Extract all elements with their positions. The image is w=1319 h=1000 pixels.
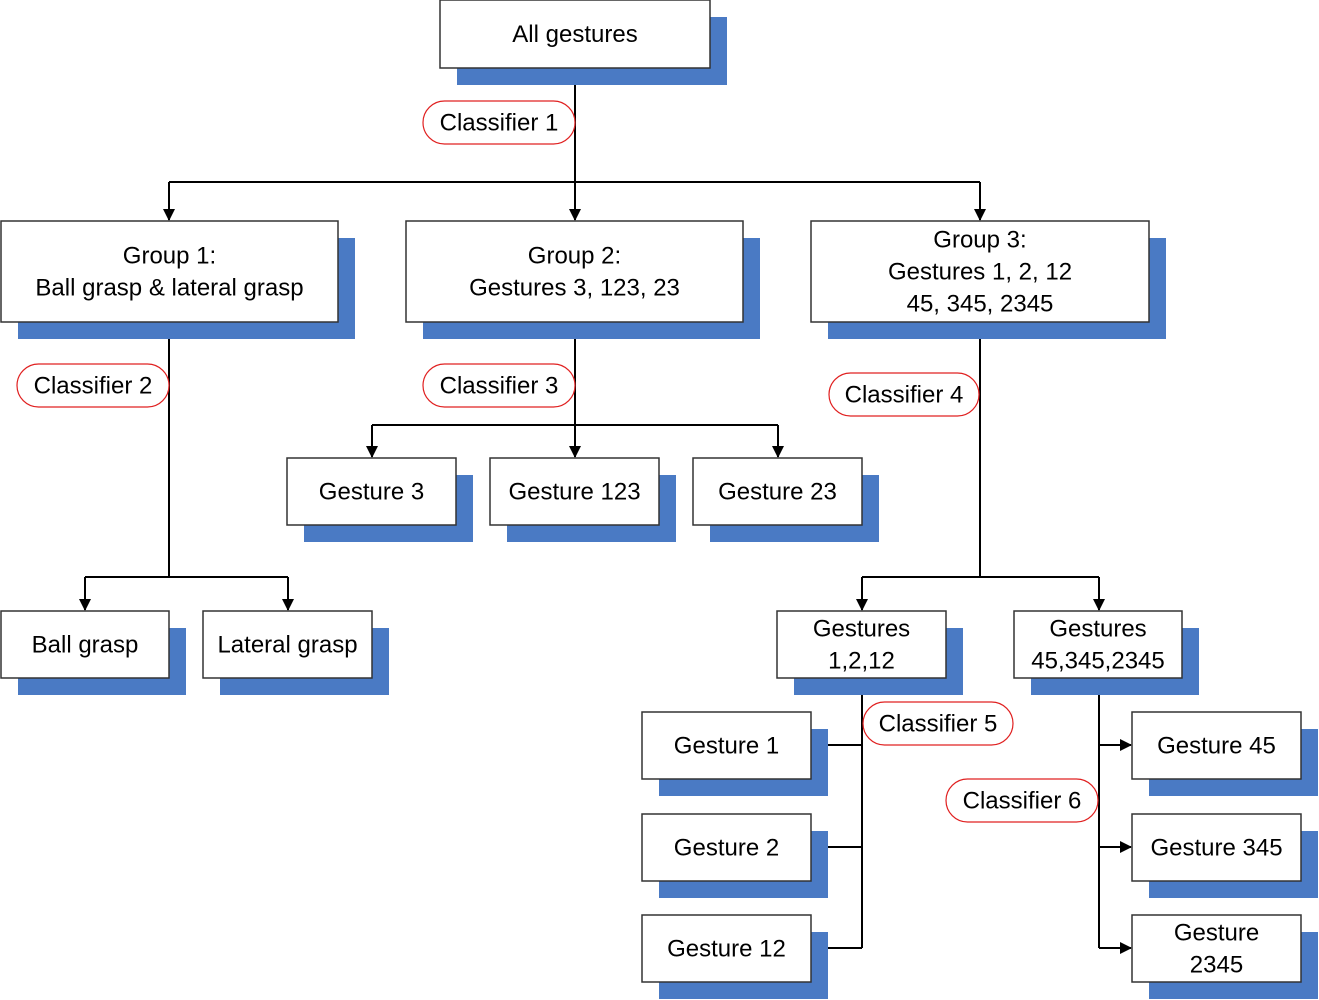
node-label: Ball grasp <box>32 632 139 659</box>
classifier-label: Classifier 5 <box>879 711 998 738</box>
node-box <box>1131 711 1302 780</box>
node-label: Gestures <box>813 616 910 643</box>
gestures-45-345-2345-node[interactable]: Gestures 45,345,2345 <box>1013 610 1199 695</box>
ball-grasp-node[interactable]: Ball grasp <box>0 610 186 695</box>
node-label: Gesture <box>1174 920 1259 947</box>
node-box <box>286 457 457 526</box>
connector-lines <box>79 68 1132 954</box>
gesture-45-node[interactable]: Gesture 45 <box>1131 711 1318 796</box>
classifier-4-badge: Classifier 4 <box>828 372 980 417</box>
node-box <box>1131 813 1302 882</box>
node-label: 2345 <box>1190 952 1243 979</box>
classifier-5-badge: Classifier 5 <box>862 701 1014 746</box>
node-label: Gesture 2 <box>674 835 779 862</box>
node-label: Ball grasp & lateral grasp <box>35 275 303 302</box>
node-box <box>692 457 863 526</box>
gesture-2345-node[interactable]: Gesture 2345 <box>1131 914 1318 999</box>
node-label: Gestures 1, 2, 12 <box>888 259 1072 286</box>
lateral-grasp-node[interactable]: Lateral grasp <box>202 610 389 695</box>
node-box <box>641 711 812 780</box>
node-box <box>0 610 170 679</box>
classifier-label: Classifier 6 <box>963 788 1082 815</box>
gesture-345-node[interactable]: Gesture 345 <box>1131 813 1318 898</box>
node-label: Gesture 1 <box>674 733 779 760</box>
group-1-node[interactable]: Group 1: Ball grasp & lateral grasp <box>0 220 355 339</box>
gesture-12-node[interactable]: Gesture 12 <box>641 914 828 999</box>
node-box <box>776 610 947 679</box>
classifier-1-badge: Classifier 1 <box>422 100 576 145</box>
node-label: Gestures 3, 123, 23 <box>469 275 680 302</box>
node-box <box>405 220 744 323</box>
node-box <box>202 610 373 679</box>
classifier-label: Classifier 2 <box>34 373 153 400</box>
group-2-node[interactable]: Group 2: Gestures 3, 123, 23 <box>405 220 760 339</box>
node-box <box>1131 914 1302 983</box>
classifier-pill <box>422 100 576 145</box>
node-label: Gesture 3 <box>319 479 424 506</box>
classifier-pill <box>862 701 1014 746</box>
node-label: Gestures <box>1049 616 1146 643</box>
gestures-1-2-12-node[interactable]: Gestures 1,2,12 <box>776 610 963 695</box>
classifier-label: Classifier 4 <box>845 382 964 409</box>
node-box <box>489 457 660 526</box>
node-box <box>1013 610 1183 679</box>
classifier-3-badge: Classifier 3 <box>422 363 576 408</box>
node-box <box>641 914 812 983</box>
node-label: 45,345,2345 <box>1031 648 1164 675</box>
classifier-label: Classifier 3 <box>440 373 559 400</box>
classifier-label: Classifier 1 <box>440 110 559 137</box>
gesture-123-node[interactable]: Gesture 123 <box>489 457 676 542</box>
node-box <box>0 220 339 323</box>
node-label: Gesture 12 <box>667 936 786 963</box>
node-label: Lateral grasp <box>217 632 357 659</box>
all-gestures-node[interactable]: All gestures <box>439 0 727 85</box>
node-label: Gesture 123 <box>508 479 640 506</box>
classifier-2-badge: Classifier 2 <box>16 363 170 408</box>
node-label: Gesture 345 <box>1150 835 1282 862</box>
classifiers-layer: Classifier 1 Classifier 2 Classifier 3 Clas… <box>16 100 1099 823</box>
gesture-23-node[interactable]: Gesture 23 <box>692 457 879 542</box>
node-label: 45, 345, 2345 <box>907 291 1054 318</box>
node-label: Group 3: <box>933 227 1026 254</box>
node-label: Group 1: <box>123 243 216 270</box>
classifier-pill <box>945 778 1099 823</box>
node-label: 1,2,12 <box>828 648 895 675</box>
classifier-pill <box>16 363 170 408</box>
node-box <box>810 220 1150 323</box>
node-label: All gestures <box>512 21 637 48</box>
node-label: Gesture 45 <box>1157 733 1276 760</box>
node-box <box>641 813 812 882</box>
node-box <box>439 0 711 69</box>
gesture-3-node[interactable]: Gesture 3 <box>286 457 473 542</box>
node-label: Group 2: <box>528 243 621 270</box>
group-3-node[interactable]: Group 3: Gestures 1, 2, 12 45, 345, 2345 <box>810 220 1166 339</box>
classifier-pill <box>828 372 980 417</box>
gesture-1-node[interactable]: Gesture 1 <box>641 711 828 796</box>
node-label: Gesture 23 <box>718 479 837 506</box>
classifier-pill <box>422 363 576 408</box>
classifier-6-badge: Classifier 6 <box>945 778 1099 823</box>
gesture-2-node[interactable]: Gesture 2 <box>641 813 828 898</box>
